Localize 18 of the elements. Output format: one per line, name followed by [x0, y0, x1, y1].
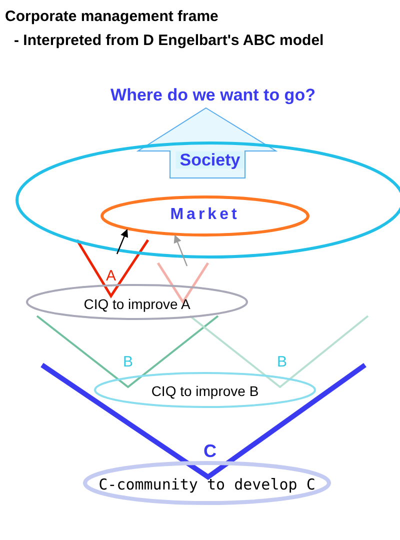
heading-label: Where do we want to go? [110, 86, 316, 104]
node-label: CIQ to improve A [84, 297, 190, 311]
letter-label: B [277, 354, 287, 370]
arrow [116, 228, 128, 254]
node-label: CIQ to improve B [151, 384, 259, 398]
node-label: Society [176, 152, 244, 168]
ciq-ellipse [95, 373, 315, 407]
letter-label: B [123, 354, 133, 370]
node-label: C-community to develop C [98, 478, 316, 492]
community-ellipse [85, 463, 329, 503]
letter-label: A [106, 268, 116, 284]
letter-label: C [204, 442, 216, 460]
subtitle: - Interpreted from D Engelbart's ABC model [14, 33, 324, 48]
market-ellipse [102, 197, 308, 235]
node-label: Market [170, 207, 240, 223]
ciq-ellipse [27, 285, 247, 319]
arrow [174, 234, 188, 266]
title: Corporate management frame [5, 9, 218, 24]
